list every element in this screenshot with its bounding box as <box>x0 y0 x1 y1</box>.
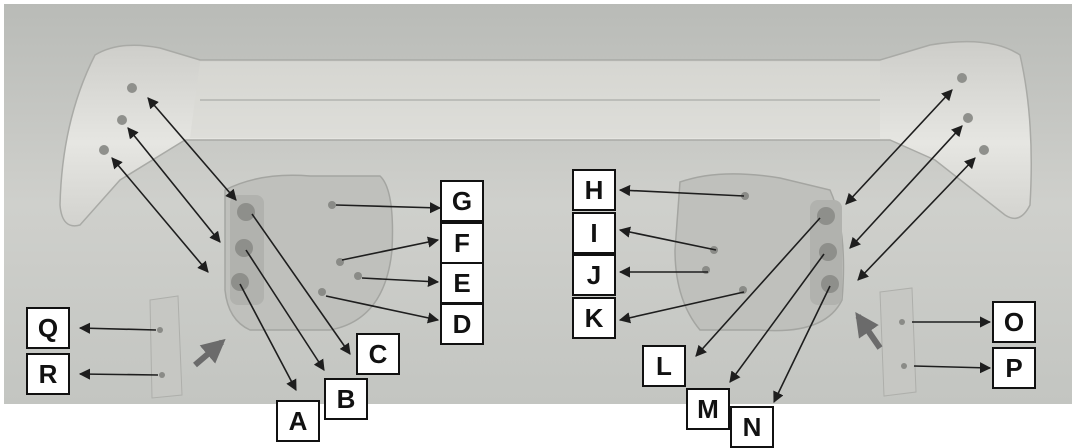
label-c: C <box>356 333 400 375</box>
label-m: M <box>686 388 730 430</box>
label-k: K <box>572 297 616 339</box>
label-o: O <box>992 301 1036 343</box>
label-g: G <box>440 180 484 222</box>
label-j: J <box>572 254 616 296</box>
label-p: P <box>992 347 1036 389</box>
label-h: H <box>572 169 616 211</box>
left-alignment-arrows <box>111 97 237 273</box>
left-stand-plate <box>149 295 183 399</box>
label-l: L <box>642 345 686 387</box>
label-q: Q <box>26 307 70 349</box>
label-d: D <box>440 303 484 345</box>
right-stand-plate <box>879 287 917 397</box>
label-b: B <box>324 378 368 420</box>
right-bracket <box>674 173 845 332</box>
right-endcap-holes <box>957 73 989 155</box>
leader-arrows <box>78 184 992 404</box>
label-r: R <box>26 353 70 395</box>
left-bracket <box>224 174 394 331</box>
left-endcap-holes <box>99 83 137 155</box>
left-pointer-arrow <box>193 338 226 368</box>
label-e: E <box>440 262 484 304</box>
label-n: N <box>730 406 774 448</box>
label-a: A <box>276 400 320 442</box>
right-alignment-arrows <box>845 89 976 281</box>
label-f: F <box>440 222 484 264</box>
right-pointer-arrow <box>855 312 883 350</box>
label-i: I <box>572 212 616 254</box>
